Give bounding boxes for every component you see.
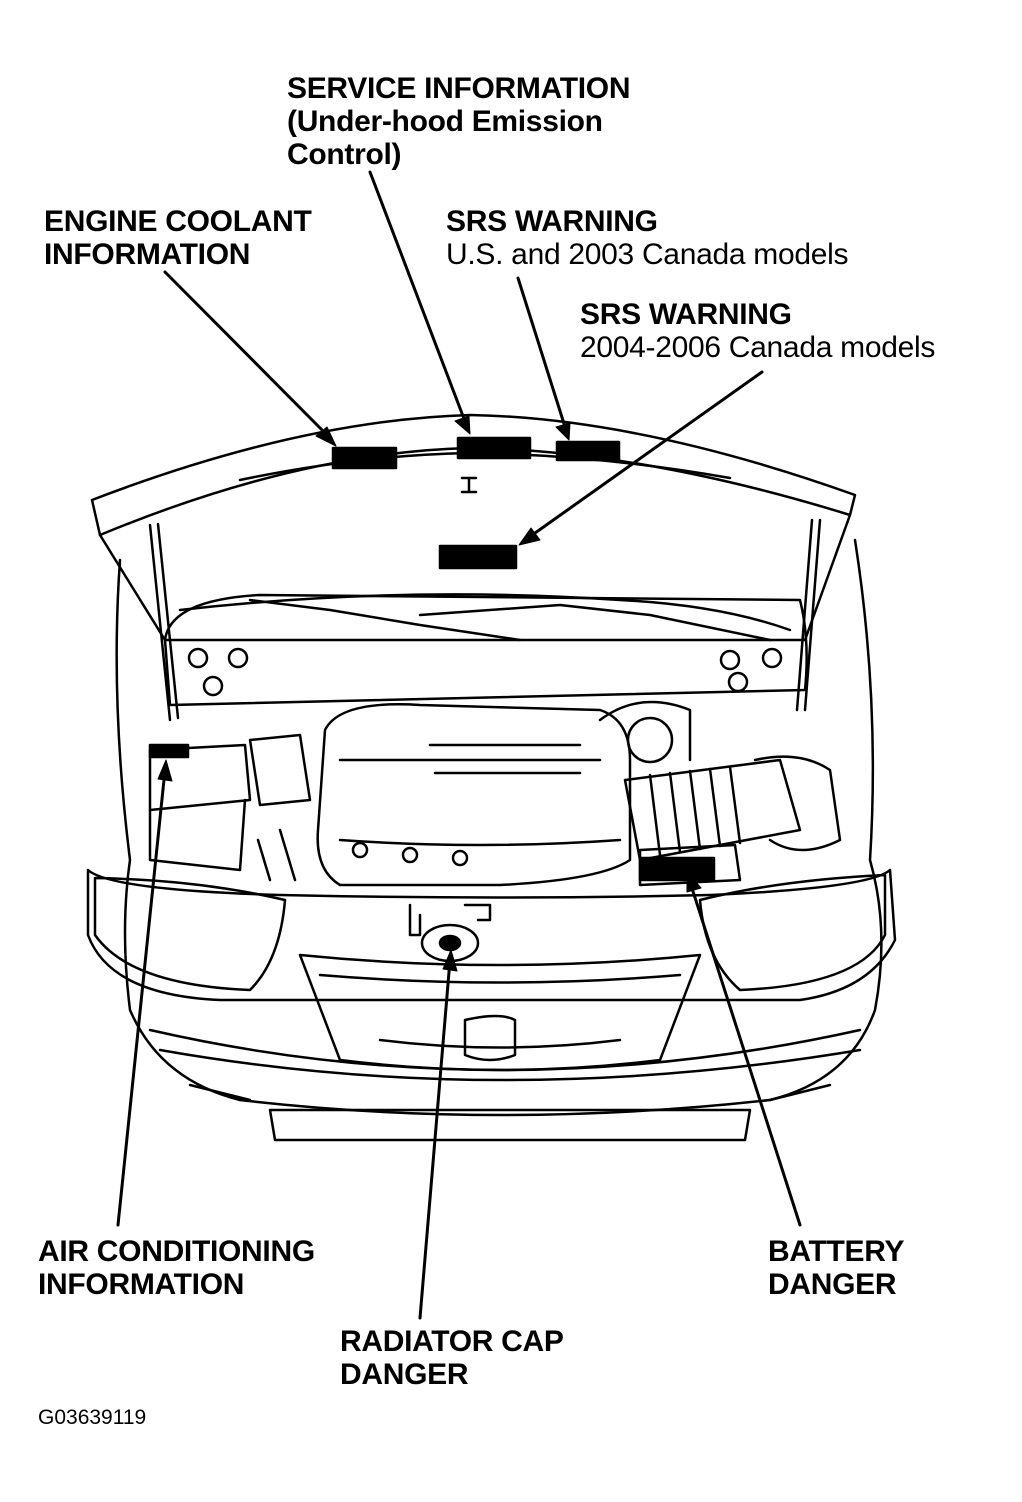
battery-line-1: BATTERY: [768, 1235, 905, 1268]
radiator-cap-line-1: RADIATOR CAP: [340, 1325, 564, 1358]
cowl-panel: [163, 593, 808, 707]
radiator-cap-line-2: DANGER: [340, 1358, 469, 1391]
service-info-line-2: (Under-hood Emission: [287, 105, 603, 138]
srs-canada-label-patch: [438, 544, 518, 570]
figure-id: G03639119: [38, 1406, 147, 1429]
srs-us-title: SRS WARNING: [446, 205, 658, 238]
engine-bay: [148, 700, 842, 887]
front-fascia: [86, 868, 897, 1142]
battery-label-patch: [638, 856, 716, 882]
srs-us-subtitle: U.S. and 2003 Canada models: [446, 238, 849, 271]
srs-us-label-patch: [555, 440, 621, 462]
air-conditioning-line-2: INFORMATION: [38, 1268, 245, 1301]
air-conditioning-label: AIR CONDITIONING INFORMATION: [38, 1235, 315, 1301]
air-conditioning-line-1: AIR CONDITIONING: [38, 1235, 315, 1268]
srs-warning-us-label: SRS WARNING U.S. and 2003 Canada models: [446, 205, 848, 271]
air-conditioning-label-patch: [148, 743, 190, 759]
engine-coolant-label-patch: [331, 446, 398, 470]
engine-coolant-line-1: ENGINE COOLANT: [44, 205, 312, 238]
engine-coolant-label: ENGINE COOLANT INFORMATION: [44, 205, 312, 271]
engine-coolant-line-2: INFORMATION: [44, 238, 251, 271]
battery-danger-label: BATTERY DANGER: [768, 1235, 905, 1301]
leader-lines: [116, 170, 802, 1320]
radiator-cap-danger-label: RADIATOR CAP DANGER: [340, 1325, 564, 1391]
service-information-label: SERVICE INFORMATION (Under-hood Emission…: [287, 72, 631, 171]
battery-line-2: DANGER: [768, 1268, 897, 1301]
service-info-label-patch: [456, 436, 532, 460]
service-info-line-1: SERVICE INFORMATION: [287, 72, 631, 105]
srs-canada-title: SRS WARNING: [580, 298, 792, 331]
body-outline: [115, 538, 883, 1117]
hood-struts: [148, 518, 822, 722]
srs-canada-subtitle: 2004-2006 Canada models: [580, 331, 936, 364]
srs-warning-canada-label: SRS WARNING 2004-2006 Canada models: [580, 298, 935, 364]
service-info-line-3: Control): [287, 138, 402, 171]
